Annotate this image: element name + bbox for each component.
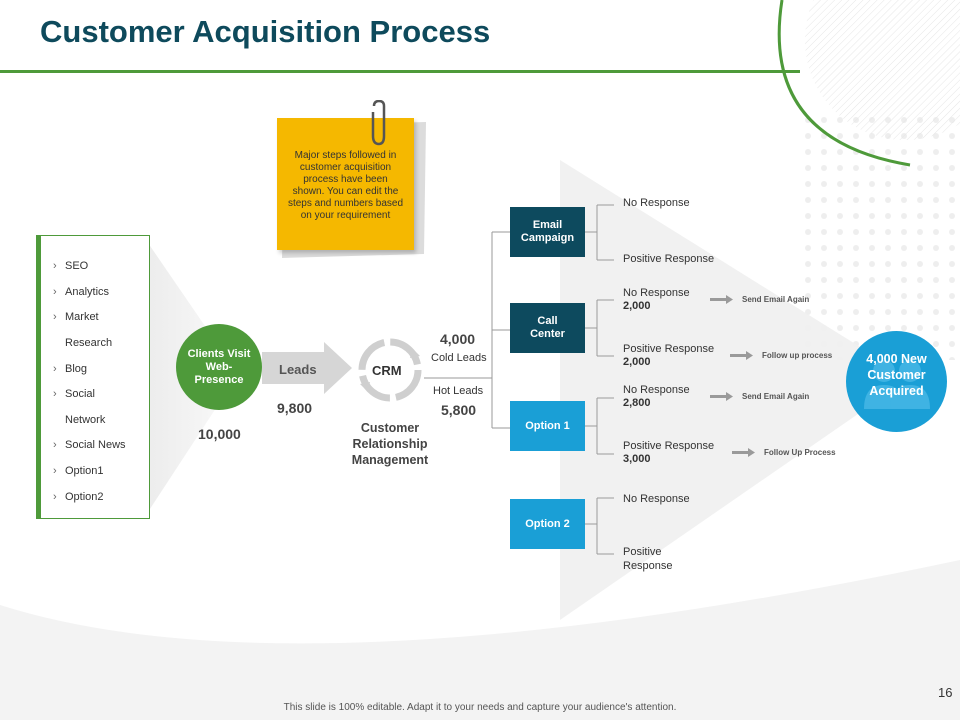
channel-email-campaign: Email Campaign (510, 207, 585, 257)
sticky-note: Major steps followed in customer acquisi… (277, 118, 414, 250)
response-count: 2,800 (623, 397, 651, 409)
crm-caption: Customer Relationship Management (351, 421, 429, 467)
chevron-right-icon: › (53, 388, 57, 400)
chevron-right-icon: › (53, 491, 57, 503)
clients-count: 10,000 (198, 426, 241, 442)
result-label: 4,000 New Customer Acquired (866, 352, 927, 398)
clients-label: Clients Visit Web-Presence (187, 347, 251, 386)
leads-count: 9,800 (277, 400, 313, 416)
list-item: ›Social News (53, 439, 126, 451)
hot-leads-count: 5,800 (441, 402, 477, 418)
page-title: Customer Acquisition Process (40, 14, 491, 49)
paperclip-icon (371, 100, 386, 146)
response-count: 2,000 (623, 356, 651, 368)
chevron-right-icon: › (53, 286, 57, 298)
hot-leads-label: Hot Leads (433, 385, 484, 397)
response-label: Positive Response (623, 343, 715, 355)
list-item: ›SEO (53, 260, 89, 272)
action-label: Follow up process (762, 351, 833, 360)
response-label: Positive Response (623, 253, 715, 265)
response-label: Positive Response (623, 440, 715, 452)
footer-note: This slide is 100% editable. Adapt it to… (283, 702, 677, 713)
list-item: Network (65, 414, 106, 426)
corner-arc (777, 0, 911, 167)
crm-cycle-icon (358, 338, 422, 402)
response-count: 3,000 (623, 453, 651, 465)
title-divider (0, 70, 800, 73)
action-label: Send Email Again (742, 295, 810, 304)
response-label: No Response (623, 197, 690, 209)
list-item: ›Option1 (53, 465, 104, 477)
list-item: ›Analytics (53, 286, 110, 298)
list-item: ›Market (53, 311, 99, 323)
channel-call-center: Call Center (510, 303, 585, 353)
action-label: Send Email Again (742, 392, 810, 401)
list-item: ›Blog (53, 363, 88, 375)
response-count: 2,000 (623, 300, 651, 312)
list-item: ›Social (53, 388, 95, 400)
cold-leads-label: Cold Leads (431, 352, 487, 364)
crm-label: CRM (372, 363, 402, 378)
result-node: 4,000 New Customer Acquired (846, 331, 947, 432)
clients-node: Clients Visit Web-Presence (176, 324, 262, 410)
response-label: Positive Response (623, 546, 673, 572)
sticky-note-text: Major steps followed in customer acquisi… (287, 150, 404, 221)
customers-icon (864, 360, 930, 409)
chevron-right-icon: › (53, 311, 57, 323)
response-label: No Response (623, 287, 690, 299)
list-item: Research (65, 337, 113, 349)
cold-leads-count: 4,000 (440, 331, 476, 347)
chevron-right-icon: › (53, 465, 57, 477)
page-number: 16 (938, 685, 953, 700)
response-label: No Response (623, 384, 690, 396)
chevron-right-icon: › (53, 439, 57, 451)
chevron-right-icon: › (53, 363, 57, 375)
chevron-right-icon: › (53, 260, 57, 272)
channel-option-1: Option 1 (510, 401, 585, 451)
leads-arrow (262, 342, 352, 394)
leads-label: Leads (279, 362, 317, 377)
list-item: ›Option2 (53, 491, 104, 503)
channel-option-2: Option 2 (510, 499, 585, 549)
action-label: Follow Up Process (764, 448, 836, 457)
response-label: No Response (623, 493, 690, 505)
traffic-sources-list: ›SEO ›Analytics ›Market Research ›Blog ›… (36, 235, 150, 519)
